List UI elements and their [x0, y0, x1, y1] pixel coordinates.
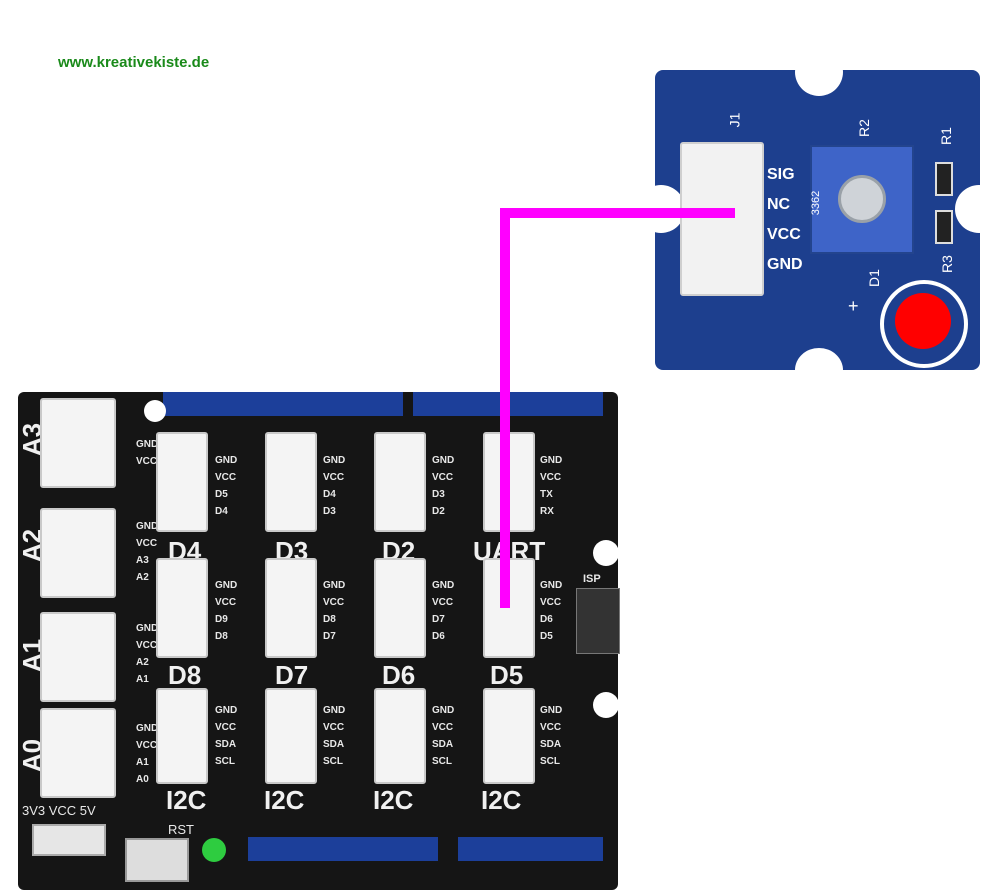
bottom-header-right	[458, 837, 603, 861]
led-module: J1 SIG NC VCC GND R2 3362 R1 R3 D1 +	[637, 48, 1000, 392]
wire-horizontal	[500, 208, 735, 218]
grove-port-d8	[156, 558, 208, 658]
connector-label: J1	[726, 112, 743, 128]
grove-port-a0	[40, 708, 116, 798]
grove-connector	[680, 142, 764, 296]
polarity-plus: +	[848, 296, 859, 316]
isp-label: ISP	[583, 573, 601, 585]
top-header-left	[163, 392, 403, 416]
pin-label-gnd: GND	[767, 256, 803, 273]
grove-port-d2	[374, 432, 426, 532]
resistor-r3	[935, 210, 953, 244]
pot-code: 3362	[810, 190, 823, 216]
pot-dial	[838, 175, 886, 223]
pin-label-nc: NC	[767, 196, 791, 213]
grove-port-a1	[40, 612, 116, 702]
led-ring	[880, 280, 968, 368]
mount-hole	[795, 48, 843, 96]
grove-port-i2c-2	[265, 688, 317, 784]
power-led	[202, 838, 226, 862]
grove-port-i2c-4	[483, 688, 535, 784]
port-label-d8: D8	[168, 660, 202, 690]
board-hole	[593, 540, 619, 566]
r1-label: R1	[937, 127, 954, 145]
grove-port-i2c-1	[156, 688, 208, 784]
potentiometer: 3362	[810, 145, 914, 254]
power-label: 3V3 VCC 5V	[22, 803, 96, 818]
grove-port-d3	[265, 432, 317, 532]
red-led	[895, 293, 951, 349]
wire-vertical	[500, 208, 510, 608]
grove-port-d4	[156, 432, 208, 532]
board-hole	[144, 400, 166, 422]
isp-header	[576, 588, 620, 654]
grove-port-d6	[374, 558, 426, 658]
led-label: D1	[865, 269, 882, 287]
bottom-header-left	[248, 837, 438, 861]
port-label-d6: D6	[382, 660, 416, 690]
pin-label-vcc: VCC	[767, 226, 801, 243]
website-url: www.kreativekiste.de	[58, 54, 210, 71]
port-label-d7: D7	[275, 660, 309, 690]
pot-label: R2	[855, 119, 872, 137]
grove-port-d7	[265, 558, 317, 658]
reset-button[interactable]	[125, 838, 189, 882]
grove-port-i2c-3	[374, 688, 426, 784]
port-label-i2c-2: I2C	[264, 785, 305, 815]
resistor-r1	[935, 162, 953, 196]
r3-label: R3	[938, 255, 955, 273]
power-switch[interactable]	[32, 824, 106, 856]
port-label-d5: D5	[490, 660, 524, 690]
board-hole	[593, 692, 619, 718]
mount-hole	[955, 185, 1000, 233]
pin-label-sig: SIG	[767, 166, 795, 183]
port-label-i2c-1: I2C	[166, 785, 207, 815]
port-label-i2c-4: I2C	[481, 785, 522, 815]
grove-port-a3	[40, 398, 116, 488]
mount-hole	[795, 348, 843, 392]
reset-label: RST	[168, 822, 194, 837]
grove-port-a2	[40, 508, 116, 598]
port-label-i2c-3: I2C	[373, 785, 414, 815]
